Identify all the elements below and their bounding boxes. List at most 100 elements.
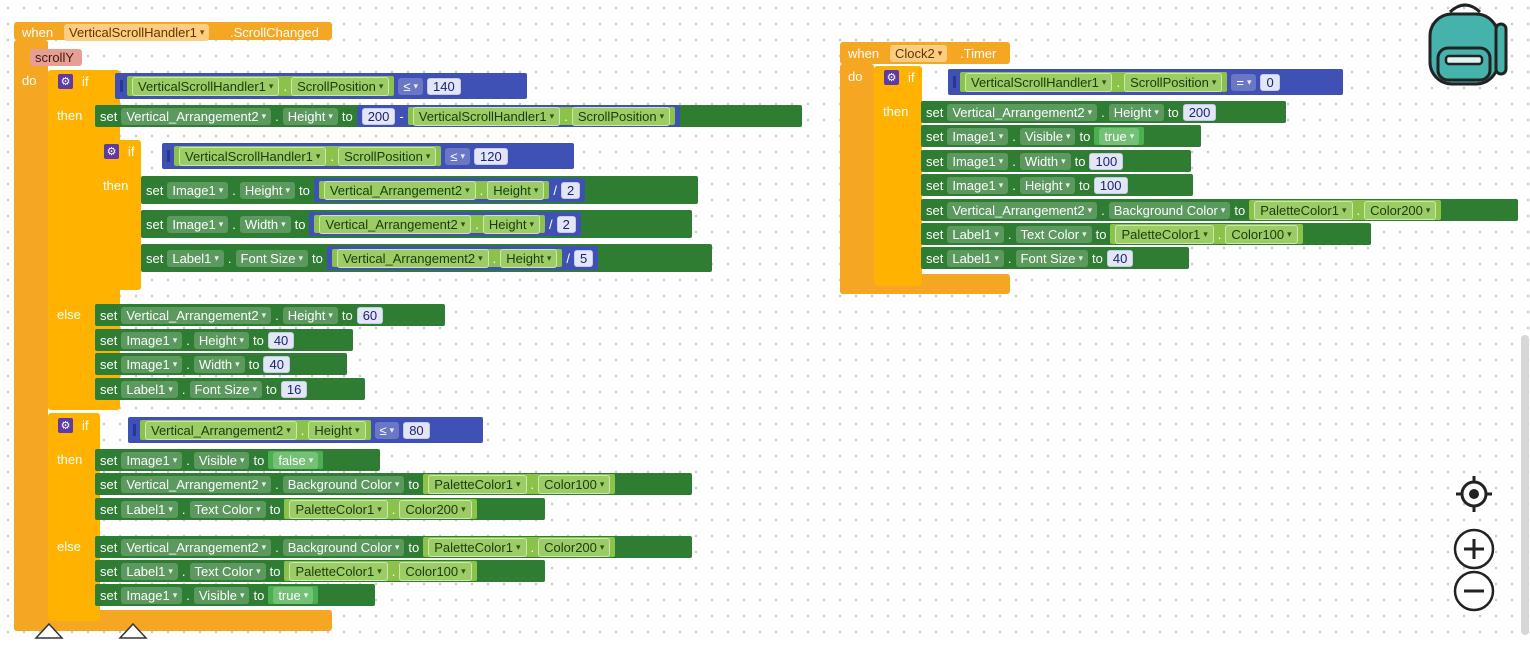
component-dropdown[interactable]: VerticalScrollHandler1 — [64, 24, 210, 41]
component-dropdown[interactable]: Label1 — [947, 225, 1004, 243]
component-dropdown[interactable]: Vertical_Arrangement2 — [319, 214, 472, 234]
component-dropdown[interactable]: PaletteColor1 — [428, 537, 527, 557]
property-dropdown[interactable]: ScrollPosition — [571, 106, 671, 126]
compare-block[interactable]: Vertical_Arrangement2 . Height ≤ 80 — [128, 417, 483, 443]
property-dropdown[interactable]: Width — [1019, 152, 1071, 170]
operator-dropdown[interactable]: ≤ — [445, 147, 471, 165]
property-dropdown[interactable]: ScrollPosition — [1124, 72, 1223, 92]
number-40[interactable]: 40 — [263, 355, 290, 373]
number-100[interactable]: 100 — [1089, 152, 1124, 170]
getter-va2-height[interactable]: Vertical_Arrangement2 . Height — [331, 248, 563, 268]
number-2[interactable]: 2 — [560, 181, 581, 199]
property-dropdown[interactable]: Text Color — [189, 500, 266, 518]
set-va2-bgcolor-c100[interactable]: set Vertical_Arrangement2 . Background C… — [95, 473, 692, 495]
property-dropdown[interactable]: Text Color — [1015, 225, 1092, 243]
math-minus-block[interactable]: 200 - VerticalScrollHandler1 . ScrollPos… — [356, 105, 681, 127]
gear-icon[interactable]: ⚙ — [884, 70, 899, 85]
component-dropdown[interactable]: PaletteColor1 — [428, 474, 527, 494]
operator-dropdown[interactable]: = — [1231, 73, 1257, 91]
property-dropdown[interactable]: Color200 — [1364, 200, 1437, 220]
number-80[interactable]: 80 — [403, 421, 430, 439]
number-120[interactable]: 120 — [474, 147, 508, 165]
component-dropdown[interactable]: Image1 — [947, 176, 1009, 194]
number-40[interactable]: 40 — [1106, 249, 1134, 267]
property-dropdown[interactable]: Height — [282, 107, 338, 125]
set-image1-height-else[interactable]: set Image1 . Height to 40 — [95, 329, 353, 351]
component-dropdown[interactable]: Image1 — [167, 215, 229, 233]
property-dropdown[interactable]: Height — [1108, 103, 1164, 121]
number-200[interactable]: 200 — [1182, 103, 1217, 121]
number-200[interactable]: 200 — [361, 107, 396, 125]
set-label1-textcolor-clock[interactable]: set Label1 . Text Color to PaletteColor1… — [921, 223, 1371, 245]
set-image1-width-else[interactable]: set Image1 . Width to 40 — [95, 353, 347, 375]
warning-indicator-icon[interactable] — [34, 622, 64, 640]
property-dropdown[interactable]: Background Color — [282, 538, 405, 556]
number-40[interactable]: 40 — [267, 331, 295, 349]
boolean-dropdown[interactable]: false — [273, 451, 319, 469]
component-dropdown[interactable]: PaletteColor1 — [289, 561, 388, 581]
number-0[interactable]: 0 — [1260, 73, 1280, 91]
component-dropdown[interactable]: VerticalScrollHandler1 — [965, 72, 1113, 92]
property-dropdown[interactable]: Color200 — [399, 499, 472, 519]
getter-palette-color[interactable]: PaletteColor1 . Color200 — [423, 537, 616, 557]
boolean-dropdown[interactable]: true — [273, 586, 314, 604]
component-dropdown[interactable]: VerticalScrollHandler1 — [132, 76, 280, 96]
set-va2-height-clock[interactable]: set Vertical_Arrangement2 . Height to 20… — [921, 101, 1286, 123]
component-dropdown[interactable]: Label1 — [121, 562, 178, 580]
set-label1-fontsize-else[interactable]: set Label1 . Font Size to 16 — [95, 378, 365, 400]
zoom-out-icon[interactable] — [1452, 569, 1496, 613]
getter-vsh-scrollposition[interactable]: VerticalScrollHandler1 . ScrollPosition — [407, 106, 676, 126]
error-indicator-icon[interactable] — [118, 622, 148, 640]
event-block-clock-timer-body[interactable] — [840, 64, 874, 294]
compare-block[interactable]: VerticalScrollHandler1 . ScrollPosition … — [162, 143, 574, 169]
component-dropdown[interactable]: Vertical_Arrangement2 — [121, 538, 272, 556]
component-dropdown[interactable]: VerticalScrollHandler1 — [179, 146, 327, 166]
getter-va2-height[interactable]: Vertical_Arrangement2 . Height — [314, 214, 545, 234]
property-dropdown[interactable]: Text Color — [189, 562, 266, 580]
getter-vsh-scrollposition[interactable]: VerticalScrollHandler1 . ScrollPosition — [960, 72, 1228, 92]
component-dropdown[interactable]: Label1 — [947, 249, 1004, 267]
target-icon[interactable] — [1455, 475, 1493, 513]
getter-palette-color[interactable]: PaletteColor1 . Color200 — [284, 499, 477, 519]
component-dropdown[interactable]: Vertical_Arrangement2 — [947, 103, 1098, 121]
boolean-block[interactable]: true — [268, 586, 319, 604]
component-dropdown[interactable]: Label1 — [121, 500, 178, 518]
component-dropdown[interactable]: PaletteColor1 — [1115, 224, 1214, 244]
if-block-nested[interactable] — [95, 140, 141, 290]
if-block-2[interactable] — [48, 413, 100, 621]
getter-palette-color[interactable]: PaletteColor1 . Color200 — [1249, 200, 1442, 220]
compare-block[interactable]: VerticalScrollHandler1 . ScrollPosition … — [948, 69, 1343, 95]
set-label1-textcolor-c200[interactable]: set Label1 . Text Color to PaletteColor1… — [95, 498, 545, 520]
set-va2-height[interactable]: set Vertical_Arrangement2 . Height to 20… — [95, 105, 802, 127]
getter-va2-height[interactable]: Vertical_Arrangement2 . Height — [140, 420, 371, 440]
backpack-icon[interactable] — [1420, 0, 1510, 88]
math-div-block[interactable]: Vertical_Arrangement2 . Height / 2 — [313, 178, 586, 202]
property-dropdown[interactable]: Color100 — [399, 561, 472, 581]
property-dropdown[interactable]: Height — [239, 181, 295, 199]
boolean-block[interactable]: false — [268, 451, 324, 469]
property-dropdown[interactable]: Height — [482, 214, 540, 234]
getter-vsh-scrollposition[interactable]: VerticalScrollHandler1 . ScrollPosition — [127, 76, 395, 96]
math-div-block[interactable]: Vertical_Arrangement2 . Height / 5 — [326, 246, 599, 270]
if-block-clock[interactable] — [874, 66, 922, 286]
component-dropdown[interactable]: Label1 — [121, 380, 178, 398]
property-dropdown[interactable]: Color100 — [538, 474, 611, 494]
property-dropdown[interactable]: Visible — [193, 451, 250, 469]
property-dropdown[interactable]: Font Size — [189, 380, 262, 398]
property-dropdown[interactable]: Height — [282, 306, 338, 324]
number-100[interactable]: 100 — [1093, 176, 1128, 194]
component-dropdown[interactable]: PaletteColor1 — [1254, 200, 1353, 220]
component-dropdown[interactable]: Vertical_Arrangement2 — [121, 475, 272, 493]
number-5[interactable]: 5 — [573, 249, 594, 267]
component-dropdown[interactable]: Vertical_Arrangement2 — [323, 180, 476, 200]
component-dropdown[interactable]: Vertical_Arrangement2 — [336, 248, 489, 268]
component-dropdown[interactable]: Image1 — [121, 451, 183, 469]
property-dropdown[interactable]: Height — [193, 331, 249, 349]
property-dropdown[interactable]: Font Size — [235, 249, 308, 267]
getter-vsh-scrollposition[interactable]: VerticalScrollHandler1 . ScrollPosition — [174, 146, 442, 166]
zoom-in-icon[interactable] — [1452, 527, 1496, 571]
property-dropdown[interactable]: Visible — [193, 586, 250, 604]
set-image1-visible-false[interactable]: set Image1 . Visible to false — [95, 449, 380, 471]
set-label1-fontsize-clock[interactable]: set Label1 . Font Size to 40 — [921, 247, 1189, 269]
operator-dropdown[interactable]: ≤ — [398, 77, 424, 95]
